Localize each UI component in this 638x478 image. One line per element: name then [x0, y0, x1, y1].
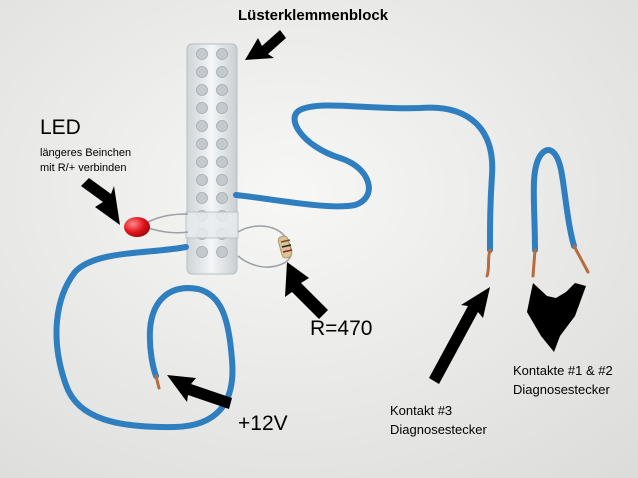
led-component [124, 213, 189, 237]
led-label: LED [40, 116, 81, 139]
screw-hole [196, 102, 208, 114]
contacts-12-label-line-1: Kontakte #1 & #2 [513, 363, 613, 378]
arrow-block-icon [245, 30, 286, 60]
screw-hole [216, 138, 228, 150]
screw-hole [216, 102, 228, 114]
resistor-label: R=470 [310, 317, 373, 340]
voltage-label: +12V [238, 412, 288, 435]
wire-contact-3 [233, 102, 496, 253]
wire-12v [53, 244, 236, 431]
resistor-470 [237, 225, 293, 268]
screw-hole [196, 192, 208, 204]
copper-tip-3 [485, 248, 492, 278]
screw-hole [216, 156, 228, 168]
screw-hole [196, 48, 208, 60]
arrow-contacts12-icon [527, 283, 586, 352]
arrow-contact3-icon [429, 287, 490, 384]
contacts-12-label-line-2: Diagnosestecker [513, 382, 610, 397]
arrow-resistor-icon [285, 262, 328, 319]
arrow-led-icon [81, 178, 120, 225]
screw-hole [216, 48, 228, 60]
contact-3-label-line-2: Diagnosestecker [390, 422, 487, 437]
screw-hole [196, 120, 208, 132]
screw-hole [216, 66, 228, 78]
terminal-block-label: Lüsterklemmenblock [238, 7, 389, 24]
screw-hole [216, 192, 228, 204]
screw-hole [216, 120, 228, 132]
copper-tip-2 [572, 244, 590, 274]
screw-hole [216, 174, 228, 186]
screw-hole [216, 84, 228, 96]
led-note-line-1: längeres Beinchen [40, 147, 132, 159]
led-note-line-2: mit R/+ verbinden [40, 162, 127, 174]
screw-hole [216, 246, 228, 258]
copper-tip-1 [531, 248, 537, 278]
screw-hole [196, 156, 208, 168]
contact-3-label-line-1: Kontakt #3 [390, 403, 453, 418]
screw-hole [196, 66, 208, 78]
annotation-arrows [81, 30, 586, 409]
copper-tip-12v [154, 374, 161, 390]
arrow-12v-icon [167, 375, 232, 409]
terminal-block [185, 43, 239, 275]
wire-contacts-12 [530, 147, 577, 253]
screw-hole [196, 174, 208, 186]
screw-hole [196, 246, 208, 258]
screw-hole [196, 84, 208, 96]
screw-hole [196, 138, 208, 150]
